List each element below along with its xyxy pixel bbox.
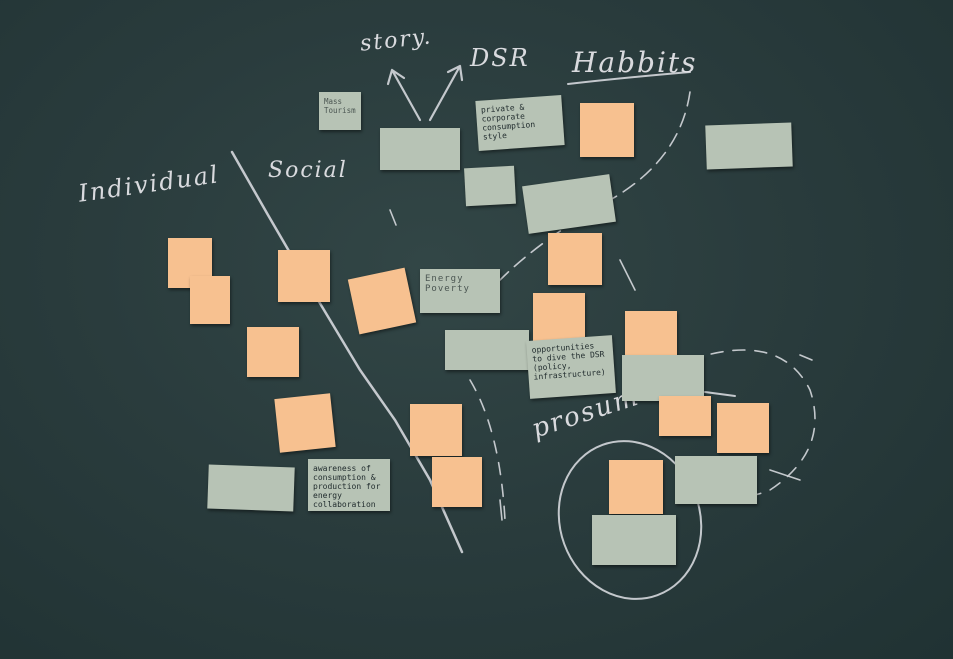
sticky-note (380, 128, 460, 170)
chalk-dash-6 (499, 499, 503, 521)
chalk-dash-3 (769, 469, 801, 481)
sticky-note (278, 250, 330, 302)
sticky-note (705, 122, 793, 170)
sticky-note (622, 355, 704, 401)
sticky-note-opportunities: opportunities to dive the DSR (policy, i… (526, 335, 616, 399)
sticky-note-lifestyle: private & corporate consumption style (475, 95, 565, 151)
sticky-note-text: awareness of consumption & production fo… (313, 464, 381, 509)
sticky-note (247, 327, 299, 377)
label-habbits: Habbits (572, 46, 698, 79)
sticky-note (592, 515, 676, 565)
sticky-note-text: Mass Tourism (324, 97, 356, 115)
sticky-note (548, 233, 602, 285)
habbits-underline (567, 71, 691, 85)
sticky-note (410, 404, 462, 456)
chalk-dash-2 (619, 259, 636, 291)
sticky-note-awareness: awareness of consumption & production fo… (308, 459, 390, 511)
arrow-to-story (386, 68, 422, 122)
sticky-note-energy-poverty: Energy Poverty (420, 269, 500, 313)
sticky-note (625, 311, 677, 361)
sticky-note (432, 457, 482, 507)
chalk-dash-4 (704, 391, 736, 397)
sticky-note (659, 396, 711, 436)
label-dsr: DSR (470, 44, 530, 72)
sticky-note-text: Energy Poverty (425, 274, 470, 294)
sticky-note (207, 464, 295, 512)
sticky-note-text: opportunities to dive the DSR (policy, i… (531, 341, 607, 382)
sticky-note (464, 165, 516, 207)
label-social: Social (268, 158, 348, 183)
sticky-note (190, 276, 230, 324)
chalk-dash-5 (799, 354, 813, 361)
sticky-note (445, 330, 529, 370)
sticky-note (533, 293, 585, 345)
divider-line (230, 150, 464, 554)
sticky-note-mass-tourism: Mass Tourism (319, 92, 361, 130)
sticky-note (274, 393, 336, 453)
sticky-note (609, 460, 663, 514)
sticky-note (347, 267, 417, 335)
sticky-note (675, 456, 757, 504)
sticky-note-text: private & corporate consumption style (480, 102, 536, 142)
sticky-note (580, 103, 634, 157)
chalk-dash-1 (389, 209, 397, 226)
sticky-note (717, 403, 769, 453)
arrow-to-dsr (428, 64, 464, 122)
